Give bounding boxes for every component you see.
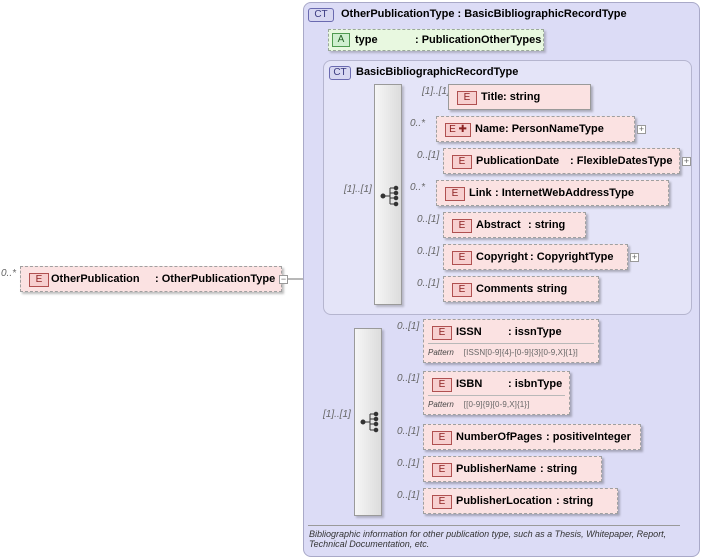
element-badge: E [432, 463, 452, 477]
sequence-cardinality: [1]..[1] [344, 184, 372, 195]
element-publicationdate[interactable]: E PublicationDate : FlexibleDatesType [443, 148, 680, 174]
element-cardinality: 0..* [410, 182, 426, 193]
attribute-type[interactable]: A type : PublicationOtherTypes [328, 29, 544, 51]
element-publishername[interactable]: E PublisherName: string [423, 456, 602, 482]
root-element-type: : OtherPublicationType [155, 273, 276, 285]
element-badge: E [432, 495, 452, 509]
element-publisherlocation[interactable]: E PublisherLocation : string [423, 488, 618, 514]
sequence-icon [360, 411, 379, 433]
element-name: Copyright [476, 251, 528, 263]
element-badge: E ✚ [445, 123, 471, 137]
element-type: : string [540, 463, 578, 475]
complex-type-title: BasicBibliographicRecordType [356, 66, 519, 78]
attribute-name: type [355, 34, 378, 46]
element-badge: E [452, 251, 472, 265]
element-cardinality: 0..[1] [397, 426, 420, 437]
expand-icon[interactable]: + [637, 124, 646, 134]
complex-type-icon: CT [308, 8, 334, 22]
element-type: : isbnType [508, 378, 563, 390]
element-cardinality: 0..[1] [417, 278, 440, 289]
element-cardinality: 0..* [410, 118, 426, 129]
element-type: : issnType [508, 326, 562, 338]
element-badge: E [452, 283, 472, 297]
element-badge: E [432, 326, 452, 340]
description-divider [308, 525, 680, 526]
element-cardinality: 0..[1] [417, 150, 440, 161]
element-name: Comments [476, 283, 533, 295]
element-comments[interactable]: E Comments: string [443, 276, 599, 302]
element-badge: E [432, 431, 452, 445]
pattern-facet: Pattern [ISSN[0-9]{4}-[0-9]{3}[0-9,X]{1}] [428, 343, 594, 357]
root-cardinality: 0..* [1, 268, 17, 279]
element-type: : string [528, 219, 566, 231]
collapse-icon[interactable]: − [279, 274, 288, 284]
element-name: PublisherName [456, 463, 537, 475]
element-type: : InternetWebAddressType [495, 187, 634, 199]
sequence-icon [380, 185, 399, 207]
element-abstract[interactable]: E Abstract : string [443, 212, 586, 238]
element-name: ISSN [456, 326, 482, 338]
element-copyright[interactable]: E Copyright: CopyrightType [443, 244, 628, 270]
pattern-value: [[0-9]{9}[0-9,X]{1}] [463, 400, 530, 409]
sequence-cardinality: [1]..[1] [323, 409, 351, 420]
element-cardinality: [1]..[1] [422, 86, 450, 97]
element-type: : string [530, 283, 568, 295]
sequence-compositor[interactable] [354, 328, 382, 516]
element-cardinality: 0..[1] [417, 214, 440, 225]
expand-icon[interactable]: + [682, 156, 691, 166]
element-name: PublisherLocation [456, 495, 552, 507]
element-name: Link [469, 187, 492, 199]
element-type: : PersonNameType [505, 123, 604, 135]
attribute-type-value: : PublicationOtherTypes [415, 34, 542, 46]
element-name: PublicationDate [476, 155, 560, 167]
element-title[interactable]: E Title: string [448, 84, 591, 110]
element-type: : positiveInteger [546, 431, 631, 443]
sequence-compositor[interactable] [374, 84, 402, 305]
element-name: Title [481, 91, 504, 103]
pattern-value: [ISSN[0-9]{4}-[0-9]{3}[0-9,X]{1}] [463, 348, 578, 357]
complex-type-title: OtherPublicationType : BasicBibliographi… [341, 8, 627, 20]
element-cardinality: 0..[1] [397, 458, 420, 469]
element-type: : string [556, 495, 594, 507]
element-name: NumberOfPages [456, 431, 543, 443]
element-badge: E [452, 155, 472, 169]
pattern-label: Pattern [428, 348, 454, 357]
element-name: Name [475, 123, 505, 135]
element-cardinality: 0..[1] [397, 321, 420, 332]
pattern-label: Pattern [428, 400, 454, 409]
element-badge: E [29, 273, 49, 287]
attribute-badge: A [332, 33, 350, 47]
element-badge: E [445, 187, 465, 201]
root-element-name: OtherPublication [51, 273, 140, 285]
description-text: Bibliographic information for other publ… [309, 529, 667, 549]
complex-type-icon: CT [329, 66, 351, 80]
root-element-otherpublication[interactable]: E OtherPublication : OtherPublicationTyp… [20, 266, 282, 292]
element-badge: E [452, 219, 472, 233]
element-name[interactable]: E ✚ Name: PersonNameType [436, 116, 635, 142]
element-link[interactable]: E Link: InternetWebAddressType [436, 180, 669, 206]
element-type: : string [503, 91, 541, 103]
expand-icon[interactable]: + [630, 252, 639, 262]
element-name: Abstract [476, 219, 521, 231]
element-cardinality: 0..[1] [397, 373, 420, 384]
element-type: : FlexibleDatesType [570, 155, 673, 167]
pattern-facet: Pattern [[0-9]{9}[0-9,X]{1}] [428, 395, 565, 409]
element-type: : CopyrightType [530, 251, 614, 263]
element-name: ISBN [456, 378, 483, 390]
element-numberofpages[interactable]: E NumberOfPages: positiveInteger [423, 424, 641, 450]
element-badge: E [457, 91, 477, 105]
element-cardinality: 0..[1] [417, 246, 440, 257]
element-cardinality: 0..[1] [397, 490, 420, 501]
element-badge: E [432, 378, 452, 392]
